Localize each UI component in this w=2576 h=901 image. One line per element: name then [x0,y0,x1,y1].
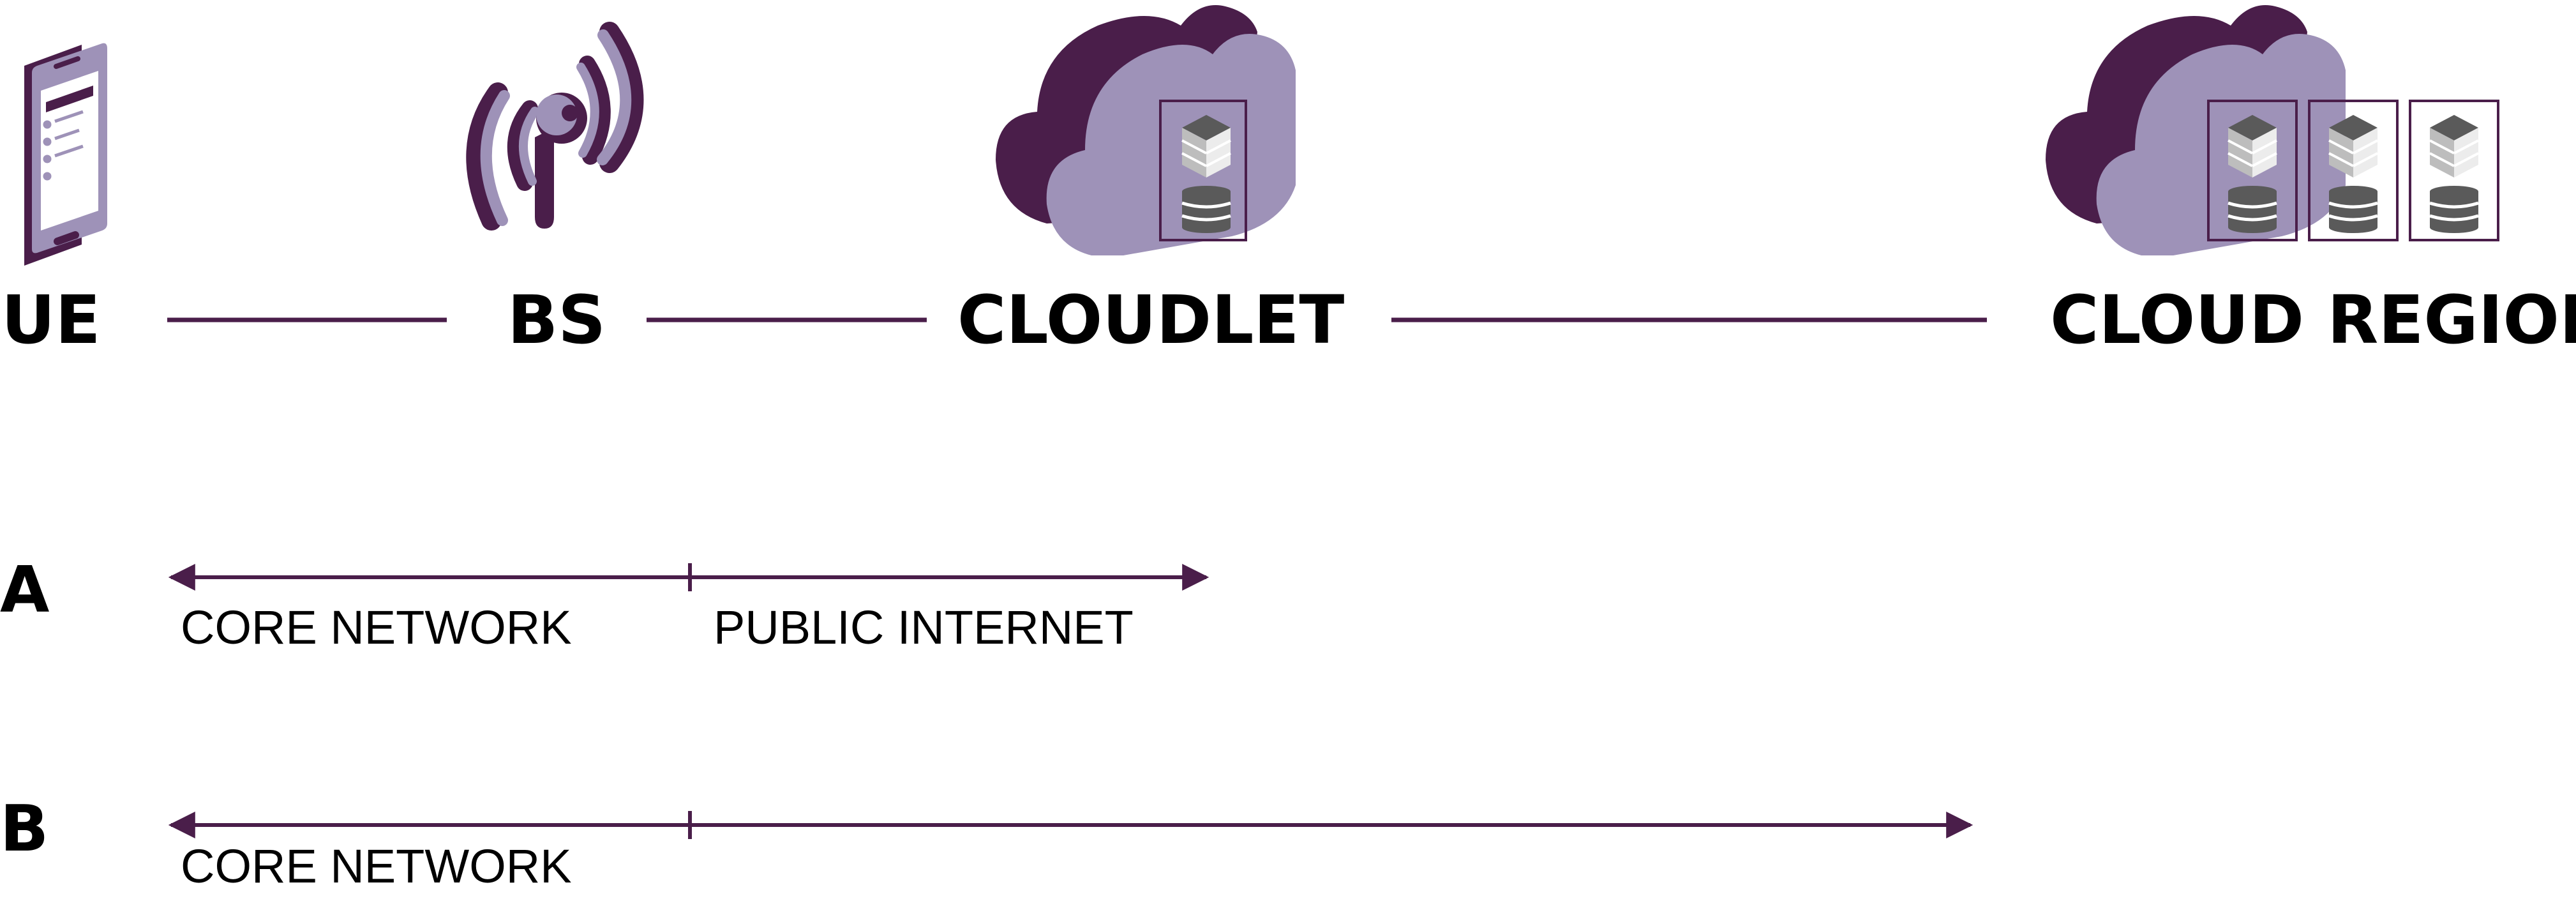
server-icon [2429,115,2479,178]
node-label-ue: UE [1,281,101,359]
cloudlet-server-box [1159,100,1247,241]
server-icon [2328,115,2378,178]
row-label-a: A [0,552,49,627]
node-label-cloudlet: CLOUDLET [957,281,1344,359]
cloud-region-server-box-2 [2308,100,2399,241]
server-icon [2228,115,2277,178]
row-a-segment-public-internet: PUBLIC INTERNET [714,601,1134,654]
antenna-icon [466,22,644,231]
database-icon [2429,186,2479,233]
database-icon [2228,186,2277,233]
row-a-segment-core-network: CORE NETWORK [181,601,572,654]
cloudlet-cloud-icon [996,5,1296,255]
database-icon [2328,186,2378,233]
cloud-region-cloud-icon [2046,5,2346,255]
row-b-segment-core-network: CORE NETWORK [181,840,572,893]
database-icon [1181,186,1231,233]
node-label-cloud-region: CLOUD REGION [2050,281,2576,359]
cloud-region-server-box-1 [2207,100,2298,241]
cloud-region-server-box-3 [2409,100,2499,241]
smartphone-icon [24,43,107,266]
node-label-bs: BS [507,281,606,359]
row-label-b: B [0,791,49,866]
server-icon [1181,115,1231,178]
